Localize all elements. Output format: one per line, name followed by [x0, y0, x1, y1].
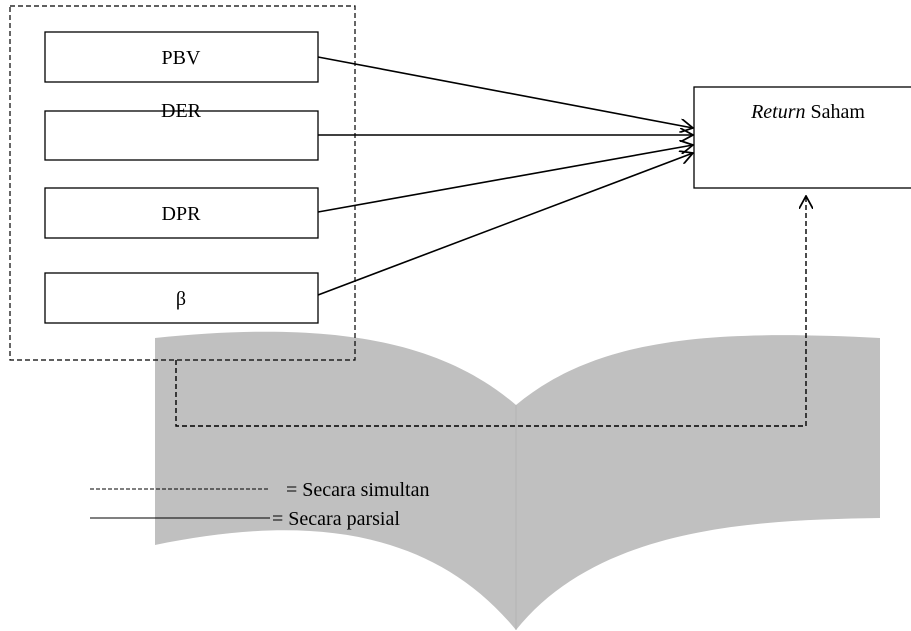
variable-label-beta: β: [176, 288, 186, 310]
arrow-dpr-to-return: [317, 145, 693, 213]
target-box-return-saham: Return Saham: [693, 86, 911, 189]
variable-box-der: DER: [44, 100, 319, 161]
arrow-beta-to-return: [317, 153, 693, 296]
target-label-rest: Saham: [806, 101, 866, 123]
variable-label-dpr: DPR: [162, 203, 202, 225]
variable-box-dpr: DPR: [44, 187, 319, 239]
variable-box-beta: β: [44, 272, 319, 324]
target-label: Return Saham: [750, 101, 865, 123]
variable-label-der: DER: [161, 100, 202, 122]
variable-box-pbv: PBV: [44, 31, 319, 83]
legend-partial-label: = Secara parsial: [272, 508, 400, 530]
simultaneous-group-box: [9, 5, 356, 361]
target-label-italic: Return: [750, 101, 805, 123]
arrow-simultaneous-to-return: [175, 196, 806, 427]
background-book-shape: [155, 331, 880, 630]
variable-label-pbv: PBV: [162, 47, 201, 69]
arrow-pbv-to-return: [317, 56, 693, 128]
legend: = Secara simultan = Secara parsial: [90, 479, 429, 530]
legend-simultaneous-label: = Secara simultan: [286, 479, 429, 501]
